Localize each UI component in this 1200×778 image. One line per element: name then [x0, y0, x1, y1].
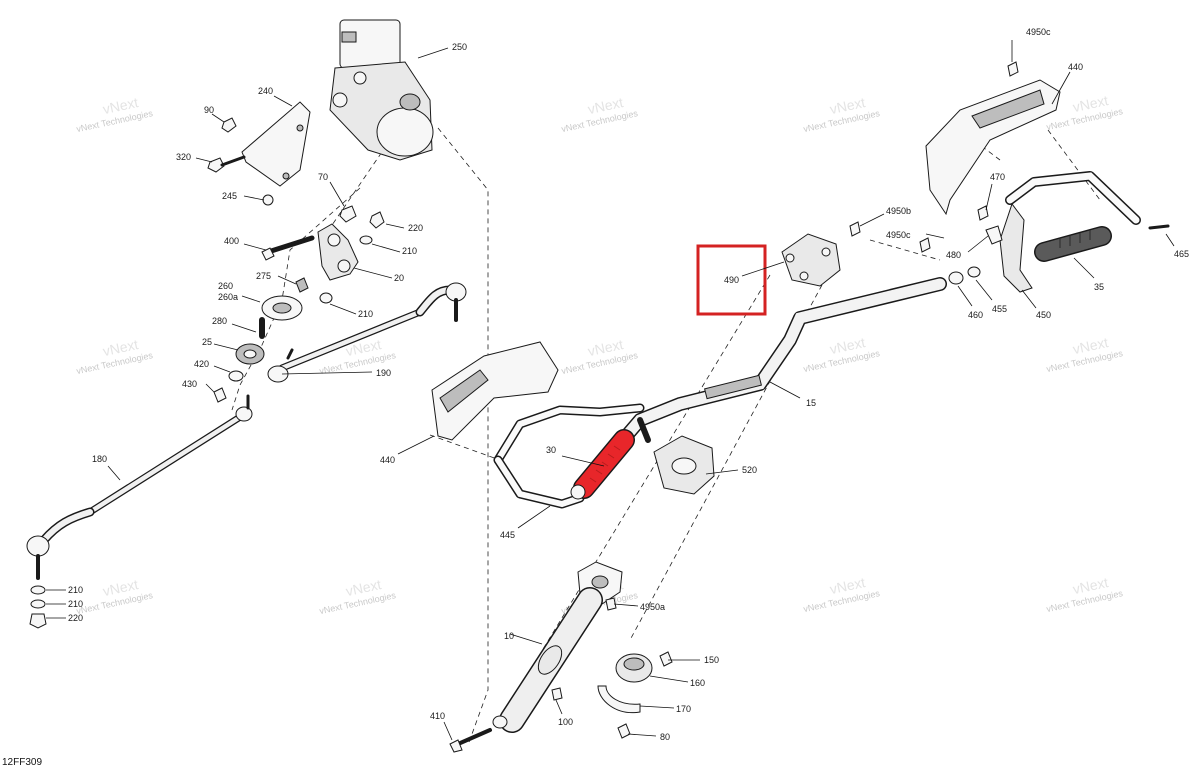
handguard-440-right	[925, 61, 1061, 216]
watermark-line1: vNext	[586, 94, 624, 117]
callout-220: 220	[68, 613, 83, 623]
ball-joint-stack	[213, 277, 333, 403]
callout-440: 440	[1068, 62, 1083, 72]
callout-35: 35	[1094, 282, 1104, 292]
callout-4950a: 4950a	[640, 602, 665, 612]
watermark-line1: vNext	[101, 336, 139, 359]
callout-4950b: 4950b	[886, 206, 911, 216]
callout-490: 490	[724, 275, 739, 285]
brake-lever-450	[977, 171, 1170, 293]
callout-20: 20	[394, 273, 404, 283]
callout-260: 260	[218, 281, 233, 291]
callout-10: 10	[504, 631, 514, 641]
callout-180: 180	[92, 454, 107, 464]
callout-210: 210	[68, 585, 83, 595]
watermark-line1: vNext	[1071, 334, 1109, 357]
callout-470: 470	[990, 172, 1005, 182]
callout-90: 90	[204, 105, 214, 115]
diagram-code: 12FF309	[2, 757, 43, 768]
watermark-line1: vNext	[344, 576, 382, 599]
callout-210: 210	[402, 246, 417, 256]
callout-4950c: 4950c	[1026, 27, 1051, 37]
steering-column-10	[449, 561, 623, 753]
callout-410: 410	[430, 711, 445, 721]
pitman-arm-20	[317, 223, 359, 281]
callout-150: 150	[704, 655, 719, 665]
callout-275: 275	[256, 271, 271, 281]
callout-455: 455	[992, 304, 1007, 314]
callout-250: 250	[452, 42, 467, 52]
callout-190: 190	[376, 368, 391, 378]
assembly-lines	[231, 107, 1101, 746]
callout-460: 460	[968, 310, 983, 320]
callout-450: 450	[1036, 310, 1051, 320]
tie-rod-180	[26, 394, 253, 629]
callout-70: 70	[318, 172, 328, 182]
clamp-520	[653, 435, 715, 495]
callout-4950c: 4950c	[886, 230, 911, 240]
leader-lines	[46, 40, 1175, 741]
callout-520: 520	[742, 465, 757, 475]
callout-440: 440	[380, 455, 395, 465]
watermark-line1: vNext	[586, 336, 624, 359]
fasteners-left	[207, 117, 385, 261]
grip-35	[1034, 226, 1112, 262]
clamp-490	[781, 221, 861, 287]
callout-480: 480	[946, 250, 961, 260]
callout-30: 30	[546, 445, 556, 455]
callout-240: 240	[258, 86, 273, 96]
watermark-line1: vNext	[101, 576, 139, 599]
callout-400: 400	[224, 236, 239, 246]
watermark-line1: vNext	[1071, 574, 1109, 597]
callout-210: 210	[68, 599, 83, 609]
throttle-washers	[919, 237, 981, 285]
grip-30-highlighted	[570, 429, 635, 500]
watermark-line1: vNext	[1071, 92, 1109, 115]
watermark-line1: vNext	[828, 94, 866, 117]
callout-100: 100	[558, 717, 573, 727]
callout-25: 25	[202, 337, 212, 347]
callout-280: 280	[212, 316, 227, 326]
callout-320: 320	[176, 152, 191, 162]
callout-465: 465	[1174, 249, 1189, 259]
handlebar-15	[573, 277, 947, 497]
callout-170: 170	[676, 704, 691, 714]
callout-210: 210	[358, 309, 373, 319]
handguard-440-left	[431, 341, 559, 441]
tie-rod-190	[267, 282, 467, 383]
callout-445: 445	[500, 530, 515, 540]
callout-labels: 250 240 90 320 245 70 220 210 400 20 275…	[68, 27, 1189, 742]
callout-160: 160	[690, 678, 705, 688]
callout-430: 430	[182, 379, 197, 389]
watermark-line1: vNext	[101, 94, 139, 117]
column-bushing-stack	[597, 651, 673, 739]
callout-220: 220	[408, 223, 423, 233]
watermark-line1: vNext	[828, 334, 866, 357]
bracket-240	[241, 101, 311, 187]
highlight-box-490	[696, 244, 767, 316]
power-steering-unit	[329, 19, 434, 161]
callout-245: 245	[222, 191, 237, 201]
callout-15: 15	[806, 398, 816, 408]
callout-420: 420	[194, 359, 209, 369]
handguard-bracket-445	[493, 403, 645, 509]
watermark-line1: vNext	[828, 574, 866, 597]
callout-260a: 260a	[218, 292, 238, 302]
callout-80: 80	[660, 732, 670, 742]
